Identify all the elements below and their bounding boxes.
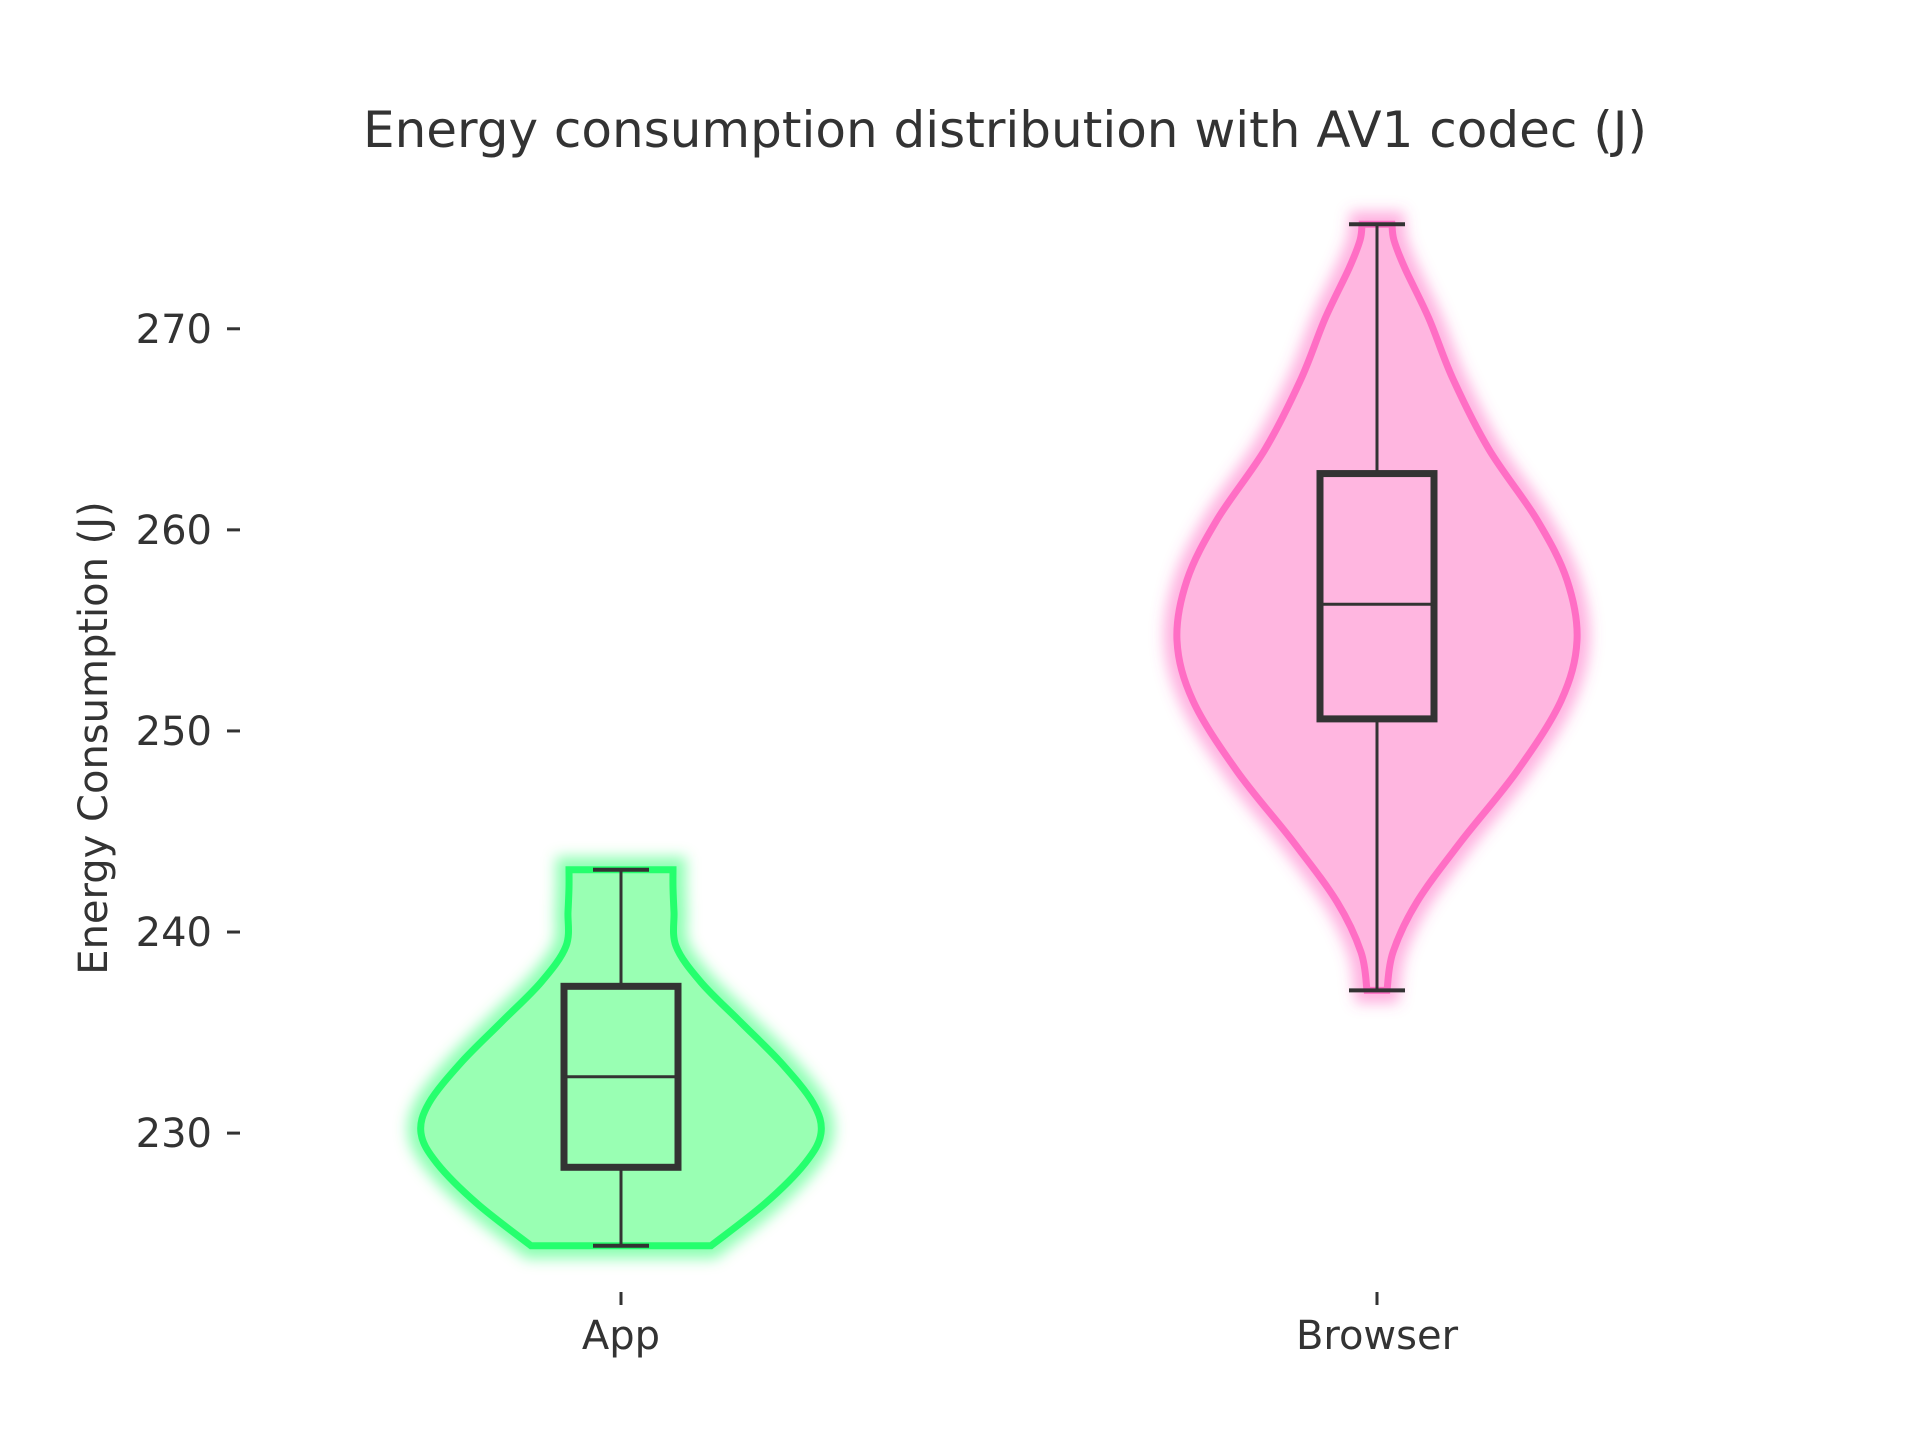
- y-tick-label: 240: [136, 910, 212, 956]
- y-tick-label: 260: [136, 508, 212, 554]
- violin-browser: Browser: [1163, 211, 1591, 1359]
- y-tick-label: 270: [136, 307, 212, 353]
- x-tick-label: Browser: [1296, 1313, 1459, 1359]
- y-axis-label: Energy Consumption (J): [71, 501, 117, 974]
- y-tick-label: 250: [136, 709, 212, 755]
- chart-title: Energy consumption distribution with AV1…: [363, 101, 1647, 159]
- iqr-box: [1316, 470, 1438, 723]
- violin-body: [417, 866, 825, 1250]
- y-tick-label: 230: [136, 1111, 212, 1157]
- x-tick-label: App: [582, 1313, 660, 1359]
- violin-app: App: [407, 856, 835, 1359]
